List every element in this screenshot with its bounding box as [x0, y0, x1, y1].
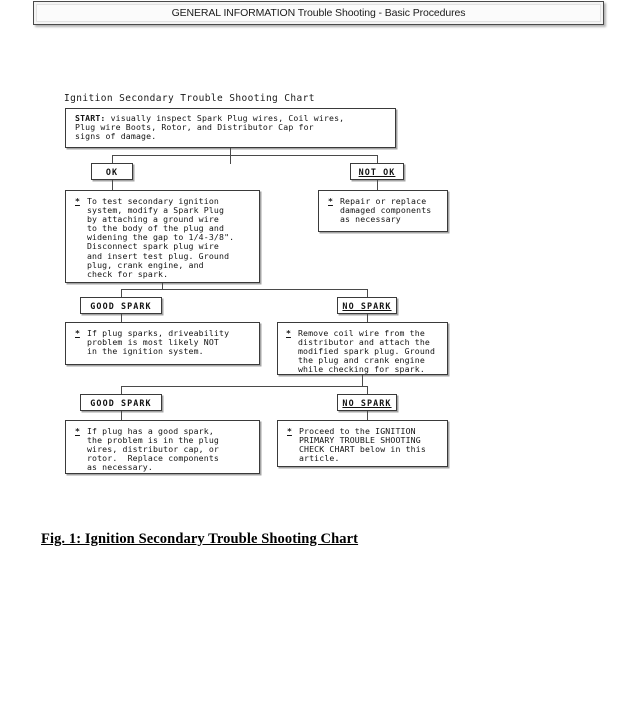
bullet-icon: * [328, 196, 333, 206]
connector-spark-split-1 [121, 289, 367, 290]
label-ok-text: OK [105, 166, 119, 177]
left-1-bullet-row: * To test secondary ignition system, mod… [75, 196, 235, 279]
right-1-text: Repair or replace damaged components as … [339, 196, 432, 225]
connector-no-spark-1-to-right2 [367, 314, 368, 322]
connector-not-ok-to-right1 [377, 180, 378, 190]
left-2-text: If plug sparks, driveability problem is … [86, 328, 230, 357]
flowchart-label-ok: OK [91, 163, 133, 180]
connector-good-spark-1-to-left2 [121, 314, 122, 322]
connector-to-not-ok [377, 155, 378, 164]
flowchart-label-not-ok: NOT OK [350, 163, 404, 180]
flowchart-node-left-2: * If plug sparks, driveability problem i… [65, 322, 260, 365]
right-1-bullet-row: * Repair or replace damaged components a… [328, 196, 432, 225]
connector-no-spark-2-to-right3 [367, 411, 368, 421]
bullet-icon: * [287, 426, 292, 436]
bullet-icon: * [75, 196, 80, 206]
right-3-bullet-row: * Proceed to the IGNITION PRIMARY TROUBL… [287, 426, 426, 464]
connector-start-split [112, 155, 377, 156]
start-node-content: START: visually inspect Spark Plug wires… [75, 113, 345, 142]
label-good-spark-2-text: GOOD SPARK [90, 397, 152, 408]
left-2-bullet-row: * If plug sparks, driveability problem i… [75, 328, 230, 357]
connector-ok-to-left1 [112, 180, 113, 190]
flowchart-node-start: START: visually inspect Spark Plug wires… [65, 108, 396, 148]
label-no-spark-2-text: NO SPARK [342, 397, 392, 408]
figure-caption: Fig. 1: Ignition Secondary Trouble Shoot… [41, 531, 359, 547]
start-label: START: [75, 113, 106, 123]
right-3-text: Proceed to the IGNITION PRIMARY TROUBLE … [298, 426, 426, 464]
label-not-ok-text: NOT OK [358, 166, 396, 177]
connector-good-spark-2-to-left3 [121, 411, 122, 421]
flowchart-node-right-2: * Remove coil wire from the distributor … [277, 322, 448, 375]
flowchart-node-left-3: * If plug has a good spark, the problem … [65, 420, 260, 474]
page-header-bar: GENERAL INFORMATION Trouble Shooting - B… [33, 1, 604, 25]
bullet-icon: * [75, 328, 80, 338]
connector-to-no-spark-1 [367, 289, 368, 298]
left-1-text: To test secondary ignition system, modif… [86, 196, 235, 279]
connector-left1-down [162, 283, 163, 289]
connector-spark-split-2 [121, 386, 367, 387]
left-3-text: If plug has a good spark, the problem is… [86, 426, 219, 473]
flowchart-label-no-spark-2: NO SPARK [337, 394, 397, 411]
page-title: GENERAL INFORMATION Trouble Shooting - B… [171, 7, 466, 19]
connector-to-good-spark-1 [121, 289, 122, 298]
chart-title: Ignition Secondary Trouble Shooting Char… [64, 93, 315, 104]
connector-start-down [230, 148, 231, 164]
label-good-spark-1-text: GOOD SPARK [90, 300, 152, 311]
flowchart-label-good-spark-1: GOOD SPARK [80, 297, 162, 314]
flowchart-node-left-1: * To test secondary ignition system, mod… [65, 190, 260, 283]
connector-right2-down [362, 375, 363, 386]
bullet-icon: * [75, 426, 80, 436]
right-2-text: Remove coil wire from the distributor an… [297, 328, 436, 375]
flowchart-label-good-spark-2: GOOD SPARK [80, 394, 162, 411]
flowchart-node-right-3: * Proceed to the IGNITION PRIMARY TROUBL… [277, 420, 448, 467]
connector-to-no-spark-2 [367, 386, 368, 395]
start-text: visually inspect Spark Plug wires, Coil … [75, 113, 345, 142]
connector-to-good-spark-2 [121, 386, 122, 395]
connector-to-ok [112, 155, 113, 164]
left-3-bullet-row: * If plug has a good spark, the problem … [75, 426, 219, 473]
label-no-spark-1-text: NO SPARK [342, 300, 392, 311]
page-header-inner: GENERAL INFORMATION Trouble Shooting - B… [36, 4, 601, 22]
flowchart-label-no-spark-1: NO SPARK [337, 297, 397, 314]
bullet-icon: * [286, 328, 291, 338]
right-2-bullet-row: * Remove coil wire from the distributor … [286, 328, 436, 375]
flowchart-node-right-1: * Repair or replace damaged components a… [318, 190, 448, 232]
